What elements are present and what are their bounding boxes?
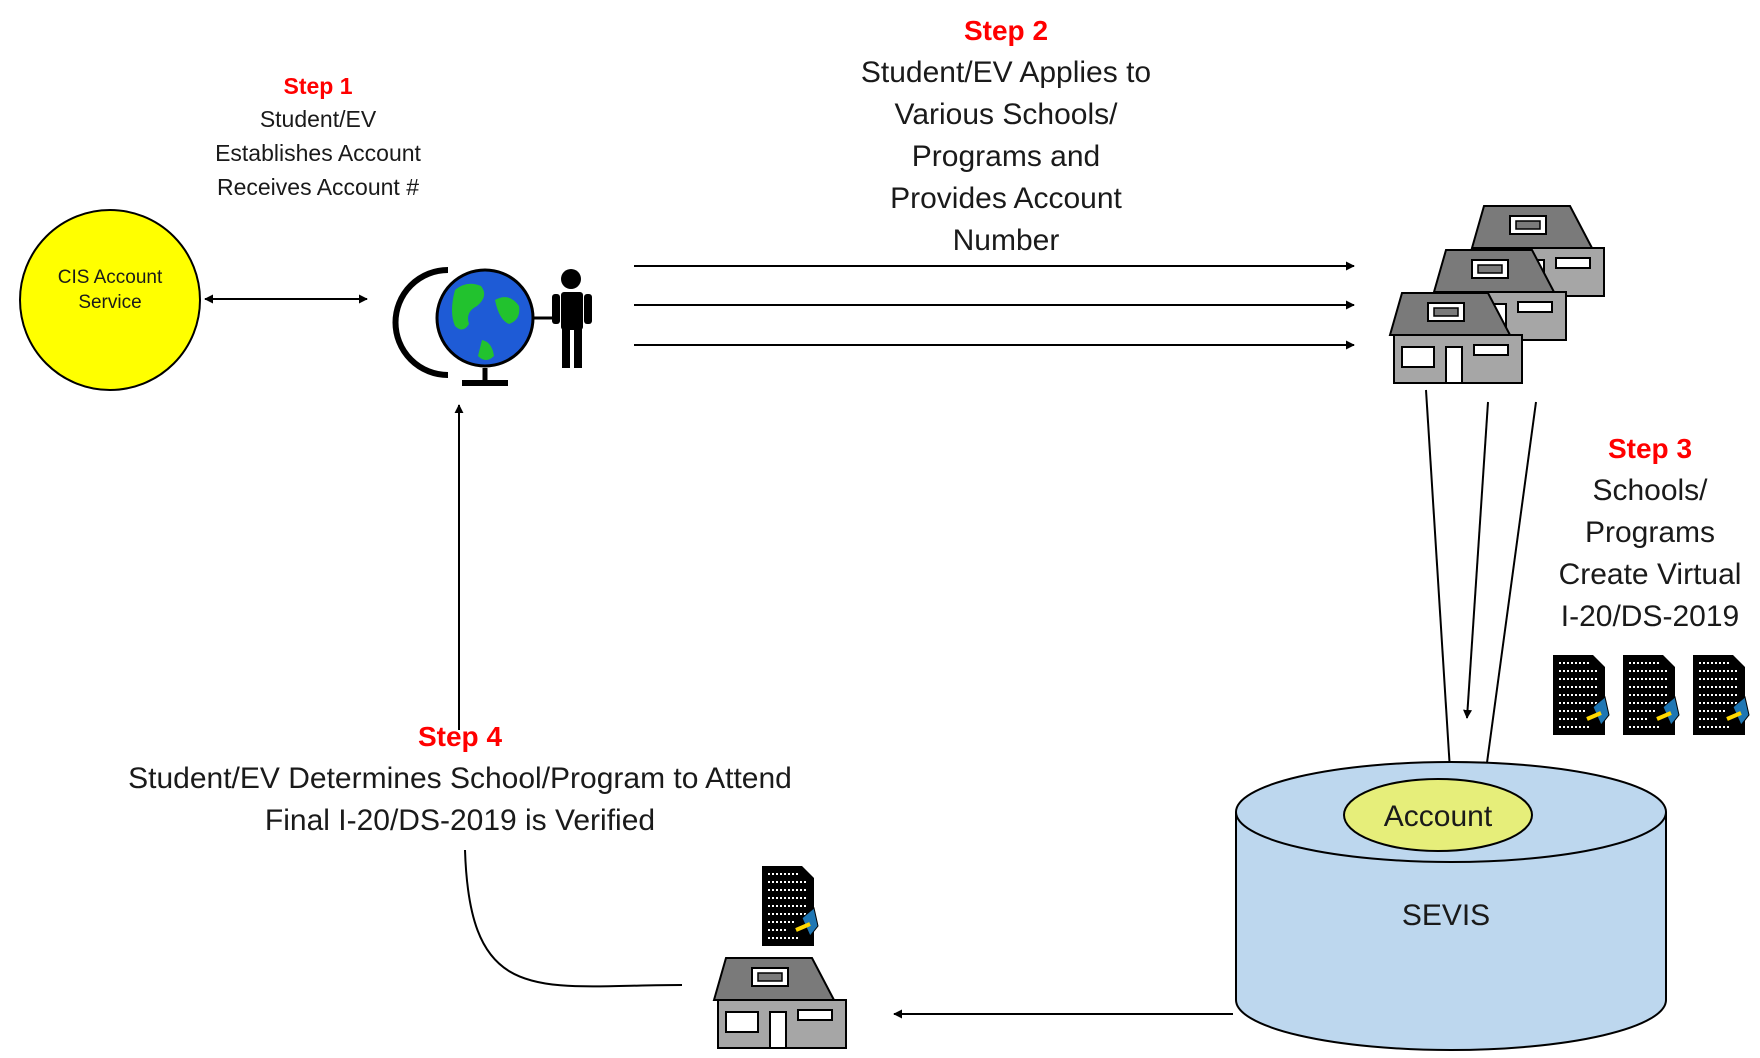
step1-line1: Student/EV [260, 106, 377, 132]
step3-line2: Programs [1585, 516, 1715, 549]
step1-line2: Establishes Account [215, 140, 421, 166]
document-icon [1551, 653, 1751, 737]
step2-line5: Number [953, 224, 1060, 257]
person-icon [552, 269, 592, 368]
apply-arrows [634, 261, 1355, 350]
schools-to-sevis-arrows [1425, 389, 1537, 771]
step2-text: Step 2 Student/EV Applies to Various Sch… [861, 15, 1151, 257]
globe-icon [392, 267, 552, 386]
step3-title: Step 3 [1608, 433, 1692, 464]
step2-line4: Provides Account [890, 182, 1122, 215]
sevis-database: Account SEVIS [1235, 761, 1667, 1051]
step2-line2: Various Schools/ [895, 98, 1119, 131]
step2-line3: Programs and [912, 140, 1100, 173]
step3-line3: Create Virtual [1559, 558, 1742, 591]
step4-title: Step 4 [418, 721, 502, 752]
final-document-icon [760, 864, 820, 948]
cis-label-line1: CIS Account [58, 267, 163, 288]
step4-connector [464, 849, 683, 988]
step4-line2: Final I-20/DS-2019 is Verified [265, 804, 655, 837]
final-school-group [713, 864, 847, 1049]
final-school-house-icon [713, 957, 847, 1049]
step4-text: Step 4 Student/EV Determines School/Prog… [128, 721, 792, 837]
sevis-label: SEVIS [1402, 899, 1490, 932]
step1-text: Step 1 Student/EV Establishes Account Re… [215, 73, 421, 200]
cis-account-service-node: CIS Account Service [19, 209, 201, 391]
step1-line3: Receives Account # [217, 174, 419, 200]
step3-text: Step 3 Schools/ Programs Create Virtual … [1559, 433, 1742, 633]
step2-line1: Student/EV Applies to [861, 56, 1151, 89]
account-ellipse [1343, 778, 1533, 852]
step3-line4: I-20/DS-2019 [1561, 600, 1739, 633]
step4-line1: Student/EV Determines School/Program to … [128, 762, 792, 795]
step3-line1: Schools/ [1592, 474, 1708, 507]
school-house-icon [1389, 205, 1605, 384]
account-label: Account [1384, 800, 1493, 833]
cis-label-line2: Service [78, 292, 141, 313]
step2-title: Step 2 [964, 15, 1048, 46]
step1-title: Step 1 [283, 73, 352, 99]
